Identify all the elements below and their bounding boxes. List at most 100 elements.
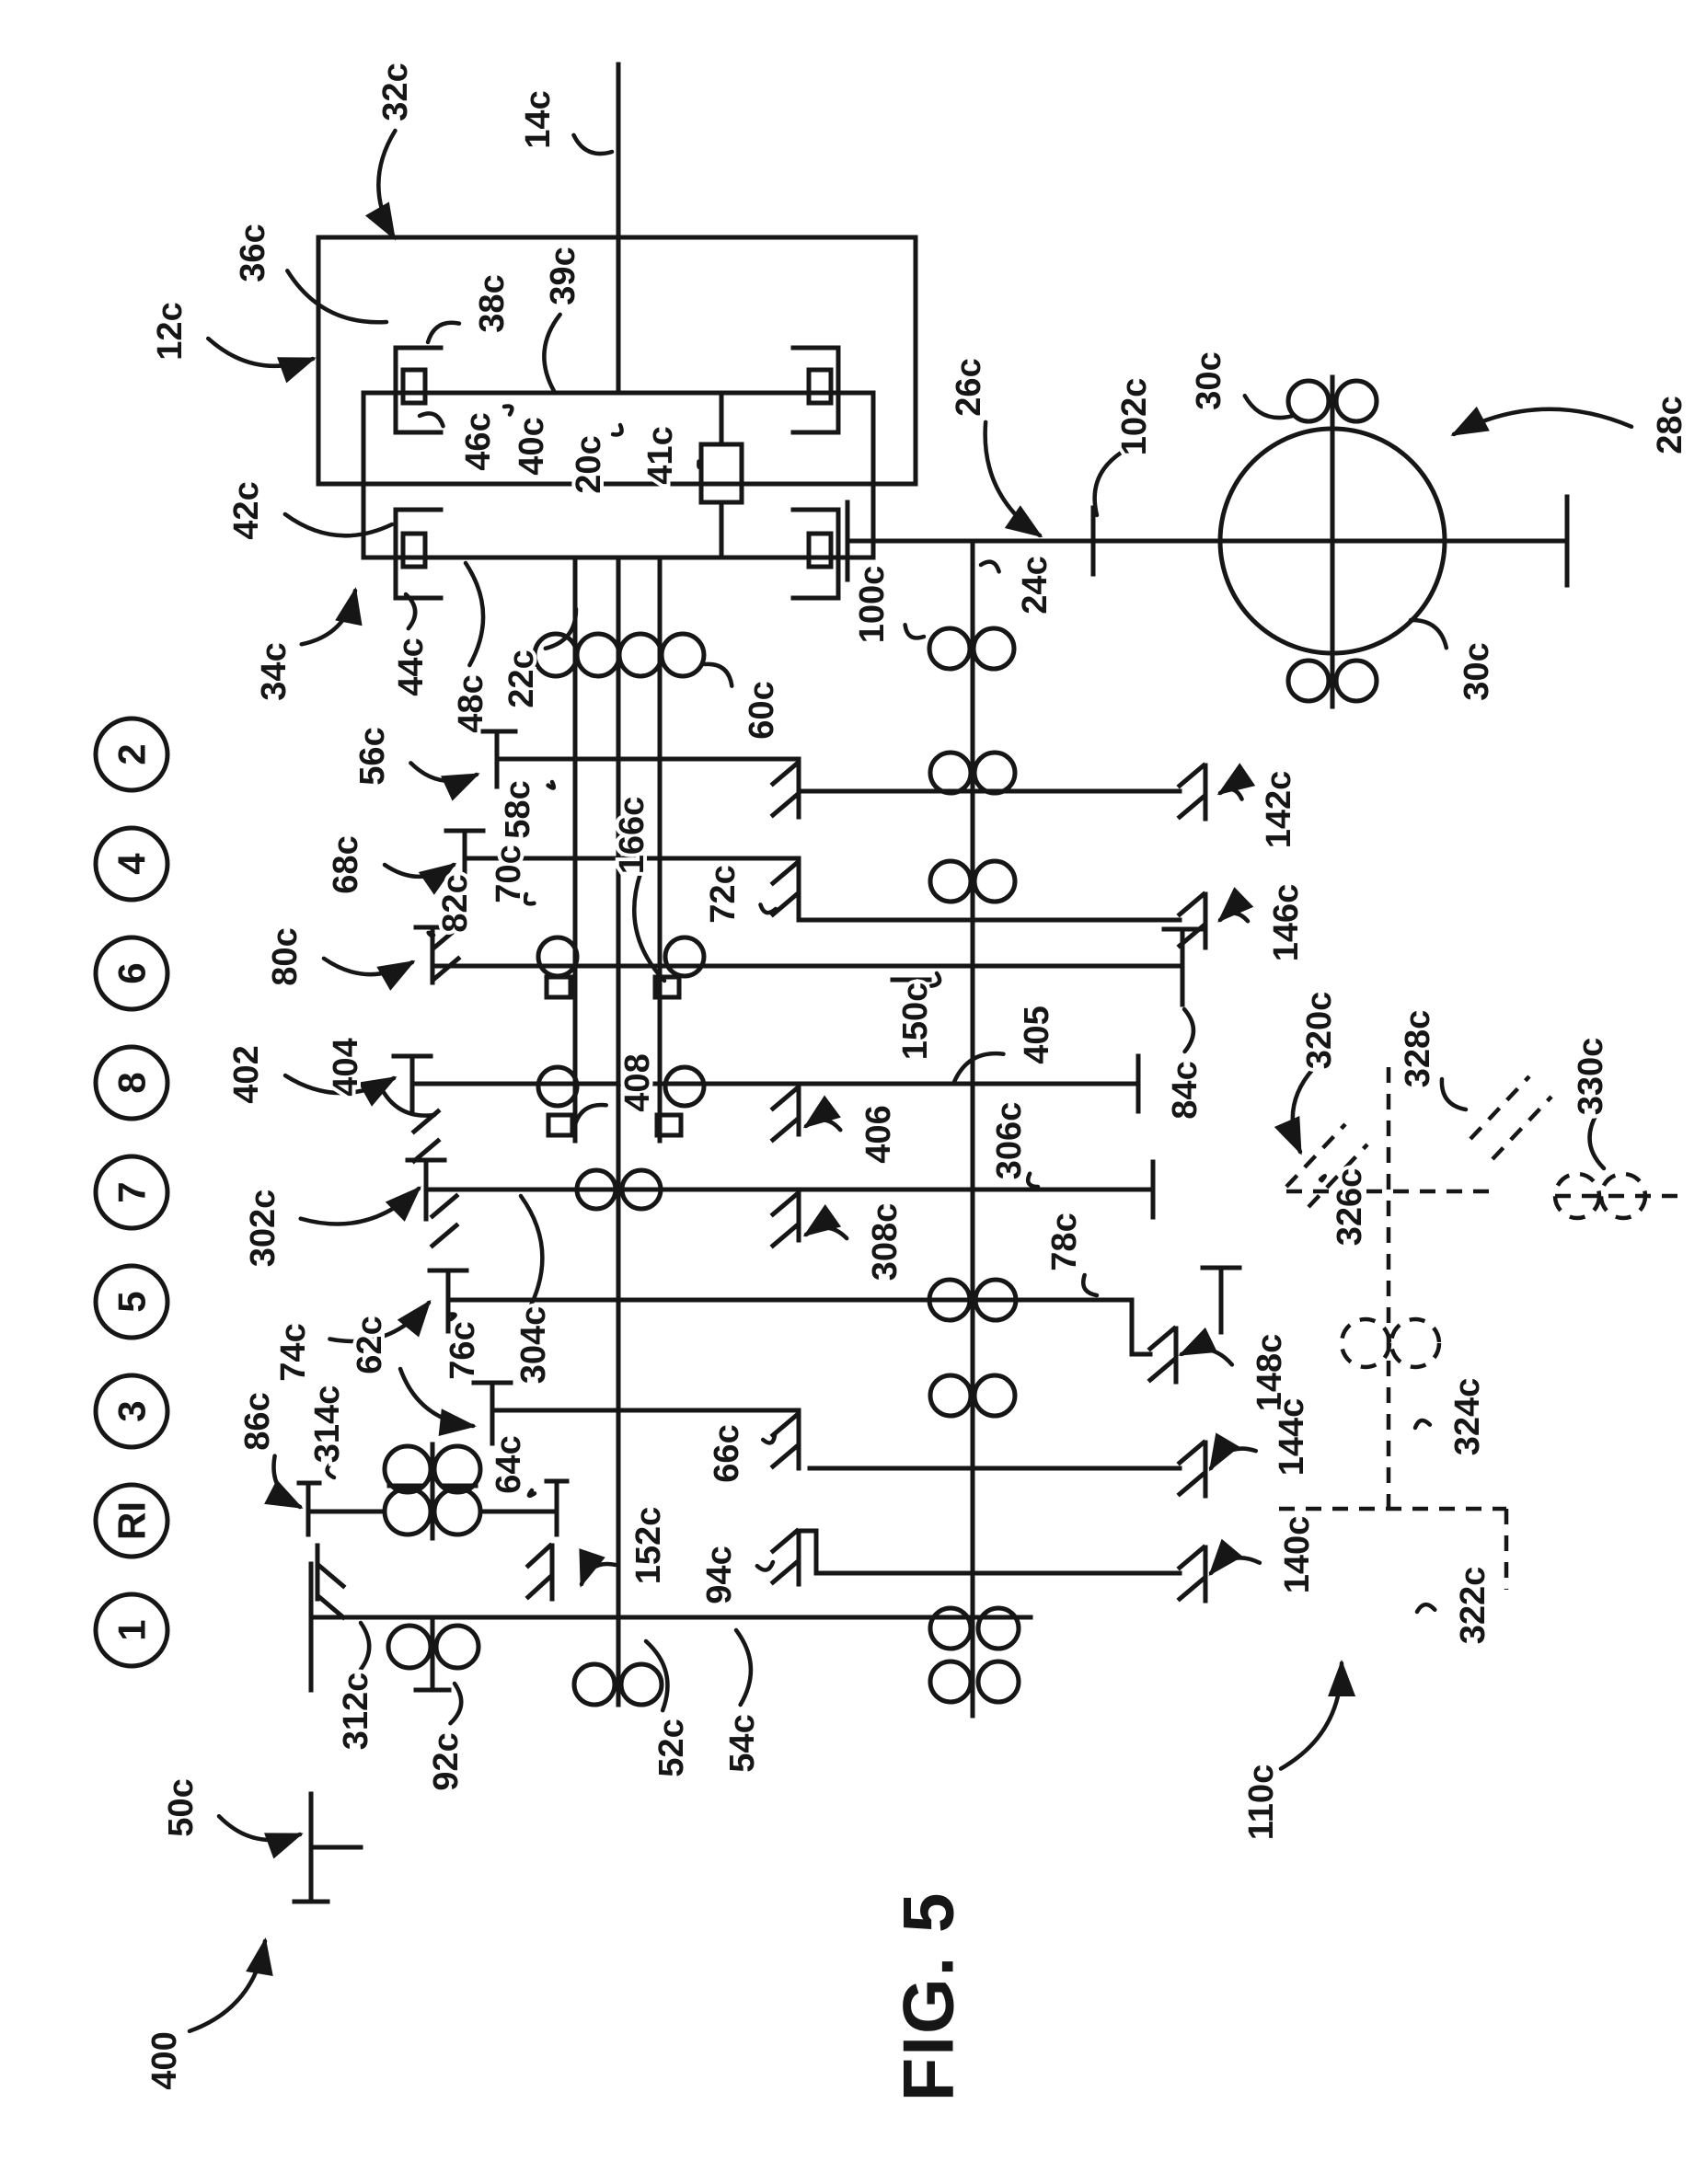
ref-label-30c: 30c — [1408, 617, 1500, 705]
ref-number: 402 — [227, 1045, 266, 1103]
leader-line — [579, 1548, 617, 1588]
ref-label-26c: 26c — [946, 354, 1043, 538]
bearing-circle — [574, 631, 622, 679]
ref-label-302c: 302c — [240, 1186, 421, 1270]
ref-number: 68c — [327, 835, 365, 893]
indicator-circle — [93, 825, 170, 902]
ref-label-40c: 40c — [501, 404, 555, 479]
clutch-assembly — [316, 62, 918, 601]
figure-caption: FIG. 5 — [888, 1891, 969, 2102]
ref-number: 82c — [436, 874, 475, 932]
ref-label-32c: 32c — [364, 59, 419, 241]
ref-label-406: 406 — [802, 1095, 902, 1167]
idler-gear — [432, 1486, 483, 1537]
leader-line — [697, 459, 704, 469]
dashed-gear — [1598, 1171, 1648, 1221]
leader-line — [282, 512, 395, 538]
ref-label-36c: 36c — [230, 220, 389, 325]
leader-line — [518, 1193, 545, 1309]
bearing-bar-150c — [890, 977, 932, 1038]
ref-label-326c: 326c — [1318, 1165, 1373, 1249]
leader-line — [526, 1488, 537, 1499]
gear-62c — [471, 1380, 801, 1446]
damper-box — [698, 442, 744, 505]
ref-label-402: 402 — [224, 1041, 398, 1108]
ref-label-76c: 76c — [440, 1312, 486, 1384]
indicator-circle — [93, 1263, 170, 1340]
dog-clutch-140c — [1176, 1544, 1208, 1604]
loose-gear — [619, 1167, 663, 1212]
leader-line — [377, 1083, 437, 1118]
countershaft-gear — [972, 1373, 1018, 1419]
ref-number: 40c — [513, 417, 551, 475]
ref-label-64c: 64c — [486, 1431, 537, 1499]
idler-bearing — [433, 1623, 481, 1671]
loose-gear — [536, 1064, 580, 1109]
countershaft-gear — [972, 858, 1018, 904]
ref-label-142c: 142c — [1216, 763, 1302, 852]
leader-line — [187, 1937, 273, 2034]
indicator-number: 7 — [110, 1181, 154, 1202]
ref-number: 326c — [1331, 1168, 1369, 1247]
indicator-number: 8 — [110, 1072, 154, 1093]
leader-line — [983, 420, 1043, 538]
ref-number: 42c — [227, 481, 266, 539]
ref-label-44c: 44c — [388, 592, 434, 700]
ref-number: 80c — [266, 927, 305, 985]
leader-line — [1278, 1660, 1356, 1771]
dog-clutch-72c — [769, 859, 801, 919]
ref-number: 28c — [1651, 396, 1689, 454]
ref-number: 12c — [151, 302, 190, 360]
ref-label-140c: 140c — [1208, 1512, 1320, 1597]
ref-number: 86c — [238, 1392, 277, 1450]
leader-line — [1178, 1327, 1235, 1367]
gear-collar — [544, 974, 573, 1000]
countershaft-gear — [928, 750, 974, 796]
leader-line — [1182, 1006, 1196, 1054]
dashed-gear — [1389, 1316, 1442, 1370]
leader-line — [928, 971, 942, 988]
leader-line — [463, 560, 486, 668]
countershaft-gear — [928, 1659, 974, 1705]
leader-line — [1412, 1418, 1433, 1431]
dog-clutch-right — [769, 760, 801, 820]
ref-number: 22c — [502, 649, 541, 707]
ref-number: 36c — [234, 224, 272, 282]
dog-clutch-312c — [315, 1543, 347, 1621]
leader-line — [542, 312, 562, 394]
gear-indicator-6: 6 — [93, 935, 170, 1012]
ref-label-30c: 30c — [1186, 348, 1296, 420]
ref-number: 50c — [162, 1778, 201, 1836]
ref-number: 144c — [1273, 1398, 1311, 1477]
leader-line — [546, 779, 557, 790]
ref-number: 46c — [459, 412, 498, 470]
ref-number: 166c — [613, 797, 651, 875]
idler-gear — [382, 1486, 433, 1537]
leader-line — [264, 1454, 304, 1510]
ref-number: 39c — [544, 247, 582, 305]
countershaft-bearing — [971, 626, 1017, 672]
ref-label-42c: 42c — [224, 477, 395, 544]
dog-clutch-148c — [1147, 1325, 1179, 1385]
leader-line — [355, 1620, 372, 1675]
pawl-326c — [1285, 1122, 1369, 1209]
leader-line — [328, 1299, 432, 1344]
main-axis — [532, 555, 707, 1707]
indicator-circle — [93, 1154, 170, 1231]
ref-number: 140c — [1278, 1516, 1317, 1594]
leader-line — [978, 559, 1001, 574]
ref-label-52c: 52c — [643, 1638, 695, 1781]
bearing-circle — [617, 631, 664, 679]
leader-line — [417, 411, 445, 429]
ref-number: 62c — [351, 1316, 389, 1374]
ref-number: 330c — [1572, 1038, 1610, 1116]
leader-line — [1587, 1112, 1607, 1171]
ref-label-110c: 110c — [1239, 1660, 1356, 1844]
leader-line — [1318, 1174, 1328, 1183]
actuator-bar-50c — [292, 1791, 363, 1904]
leader-line — [205, 336, 317, 384]
leader-line — [448, 1681, 464, 1726]
gear-indicator-5: 5 — [93, 1263, 170, 1340]
loose-gear — [574, 1167, 618, 1212]
